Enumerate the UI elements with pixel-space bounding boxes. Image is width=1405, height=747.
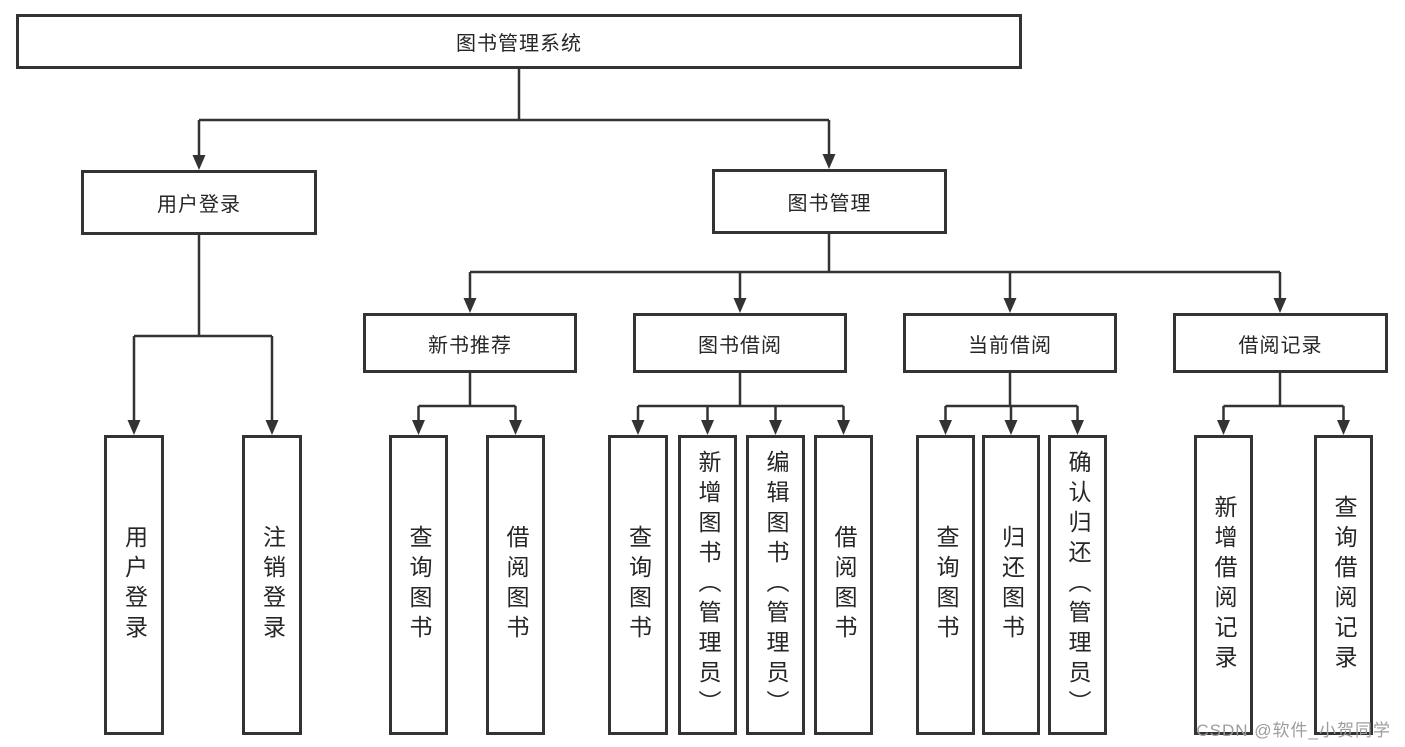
leaf-add-books-admin: 新增图书（管理员） (678, 435, 737, 735)
leaf-label: 用户登录 (121, 525, 148, 645)
leaf-label: 查询图书 (625, 525, 652, 645)
csdn-watermark: CSDN @软件_小贺同学 (1196, 721, 1391, 740)
node-book-borrowing: 图书借阅 (633, 313, 847, 373)
leaf-label: 确认归还（管理员） (1065, 450, 1091, 720)
leaf-label: 新增图书（管理员） (695, 450, 721, 720)
leaf-edit-books-admin: 编辑图书（管理员） (746, 435, 805, 735)
node-borrowing-records-label: 借阅记录 (1238, 334, 1323, 357)
leaf-query-books-newbooks: 查询图书 (389, 435, 448, 735)
node-user-login-label: 用户登录 (157, 194, 241, 216)
connector-currentborrow-to-leaves (944, 373, 1079, 421)
leaf-label: 查询图书 (933, 525, 959, 645)
leaf-add-borrow-record: 新增借阅记录 (1194, 435, 1253, 735)
node-user-login: 用户登录 (81, 170, 317, 235)
node-root-system: 图书管理系统 (16, 14, 1022, 69)
node-current-borrowing: 当前借阅 (903, 313, 1117, 373)
leaf-label: 查询借阅记录 (1331, 495, 1357, 675)
leaf-confirm-return-admin: 确认归还（管理员） (1048, 435, 1107, 735)
connector-borrowrecords-to-leaves (1222, 373, 1345, 421)
leaf-label: 借阅图书 (831, 525, 857, 645)
node-book-management-label: 图书管理 (787, 193, 872, 215)
node-book-management: 图书管理 (712, 169, 947, 234)
connector-root-to-level2 (197, 69, 831, 156)
connector-userlogin-to-leaves (132, 235, 274, 421)
leaf-label: 新增借阅记录 (1211, 495, 1237, 675)
node-borrowing-records: 借阅记录 (1173, 313, 1388, 373)
leaf-query-books-borrowing: 查询图书 (608, 435, 668, 735)
leaf-query-books-current: 查询图书 (916, 435, 975, 735)
leaf-label: 注销登录 (259, 525, 286, 645)
leaf-label: 借阅图书 (503, 525, 529, 645)
leaf-return-books: 归还图书 (982, 435, 1040, 735)
connector-bookborrow-to-leaves (636, 373, 845, 421)
leaf-logout: 注销登录 (242, 435, 302, 735)
arrowheads (127, 154, 1350, 435)
leaf-label: 归还图书 (998, 525, 1025, 645)
node-root-label: 图书管理系统 (456, 33, 582, 55)
connector-newbooks-to-leaves (417, 373, 517, 421)
node-new-book-recommend-label: 新书推荐 (428, 334, 512, 357)
leaf-label: 查询图书 (406, 525, 432, 645)
leaf-borrow-books-newbooks: 借阅图书 (486, 435, 545, 735)
leaf-borrow-books-borrowing: 借阅图书 (814, 435, 873, 735)
node-book-borrowing-label: 图书借阅 (698, 334, 782, 357)
leaf-label: 编辑图书（管理员） (763, 450, 789, 720)
leaf-user-login: 用户登录 (104, 435, 164, 735)
connector-bookmgmt-to-level3 (468, 234, 1282, 299)
node-current-borrowing-label: 当前借阅 (968, 334, 1052, 357)
leaf-query-borrow-record: 查询借阅记录 (1314, 435, 1373, 735)
node-new-book-recommend: 新书推荐 (363, 313, 577, 373)
